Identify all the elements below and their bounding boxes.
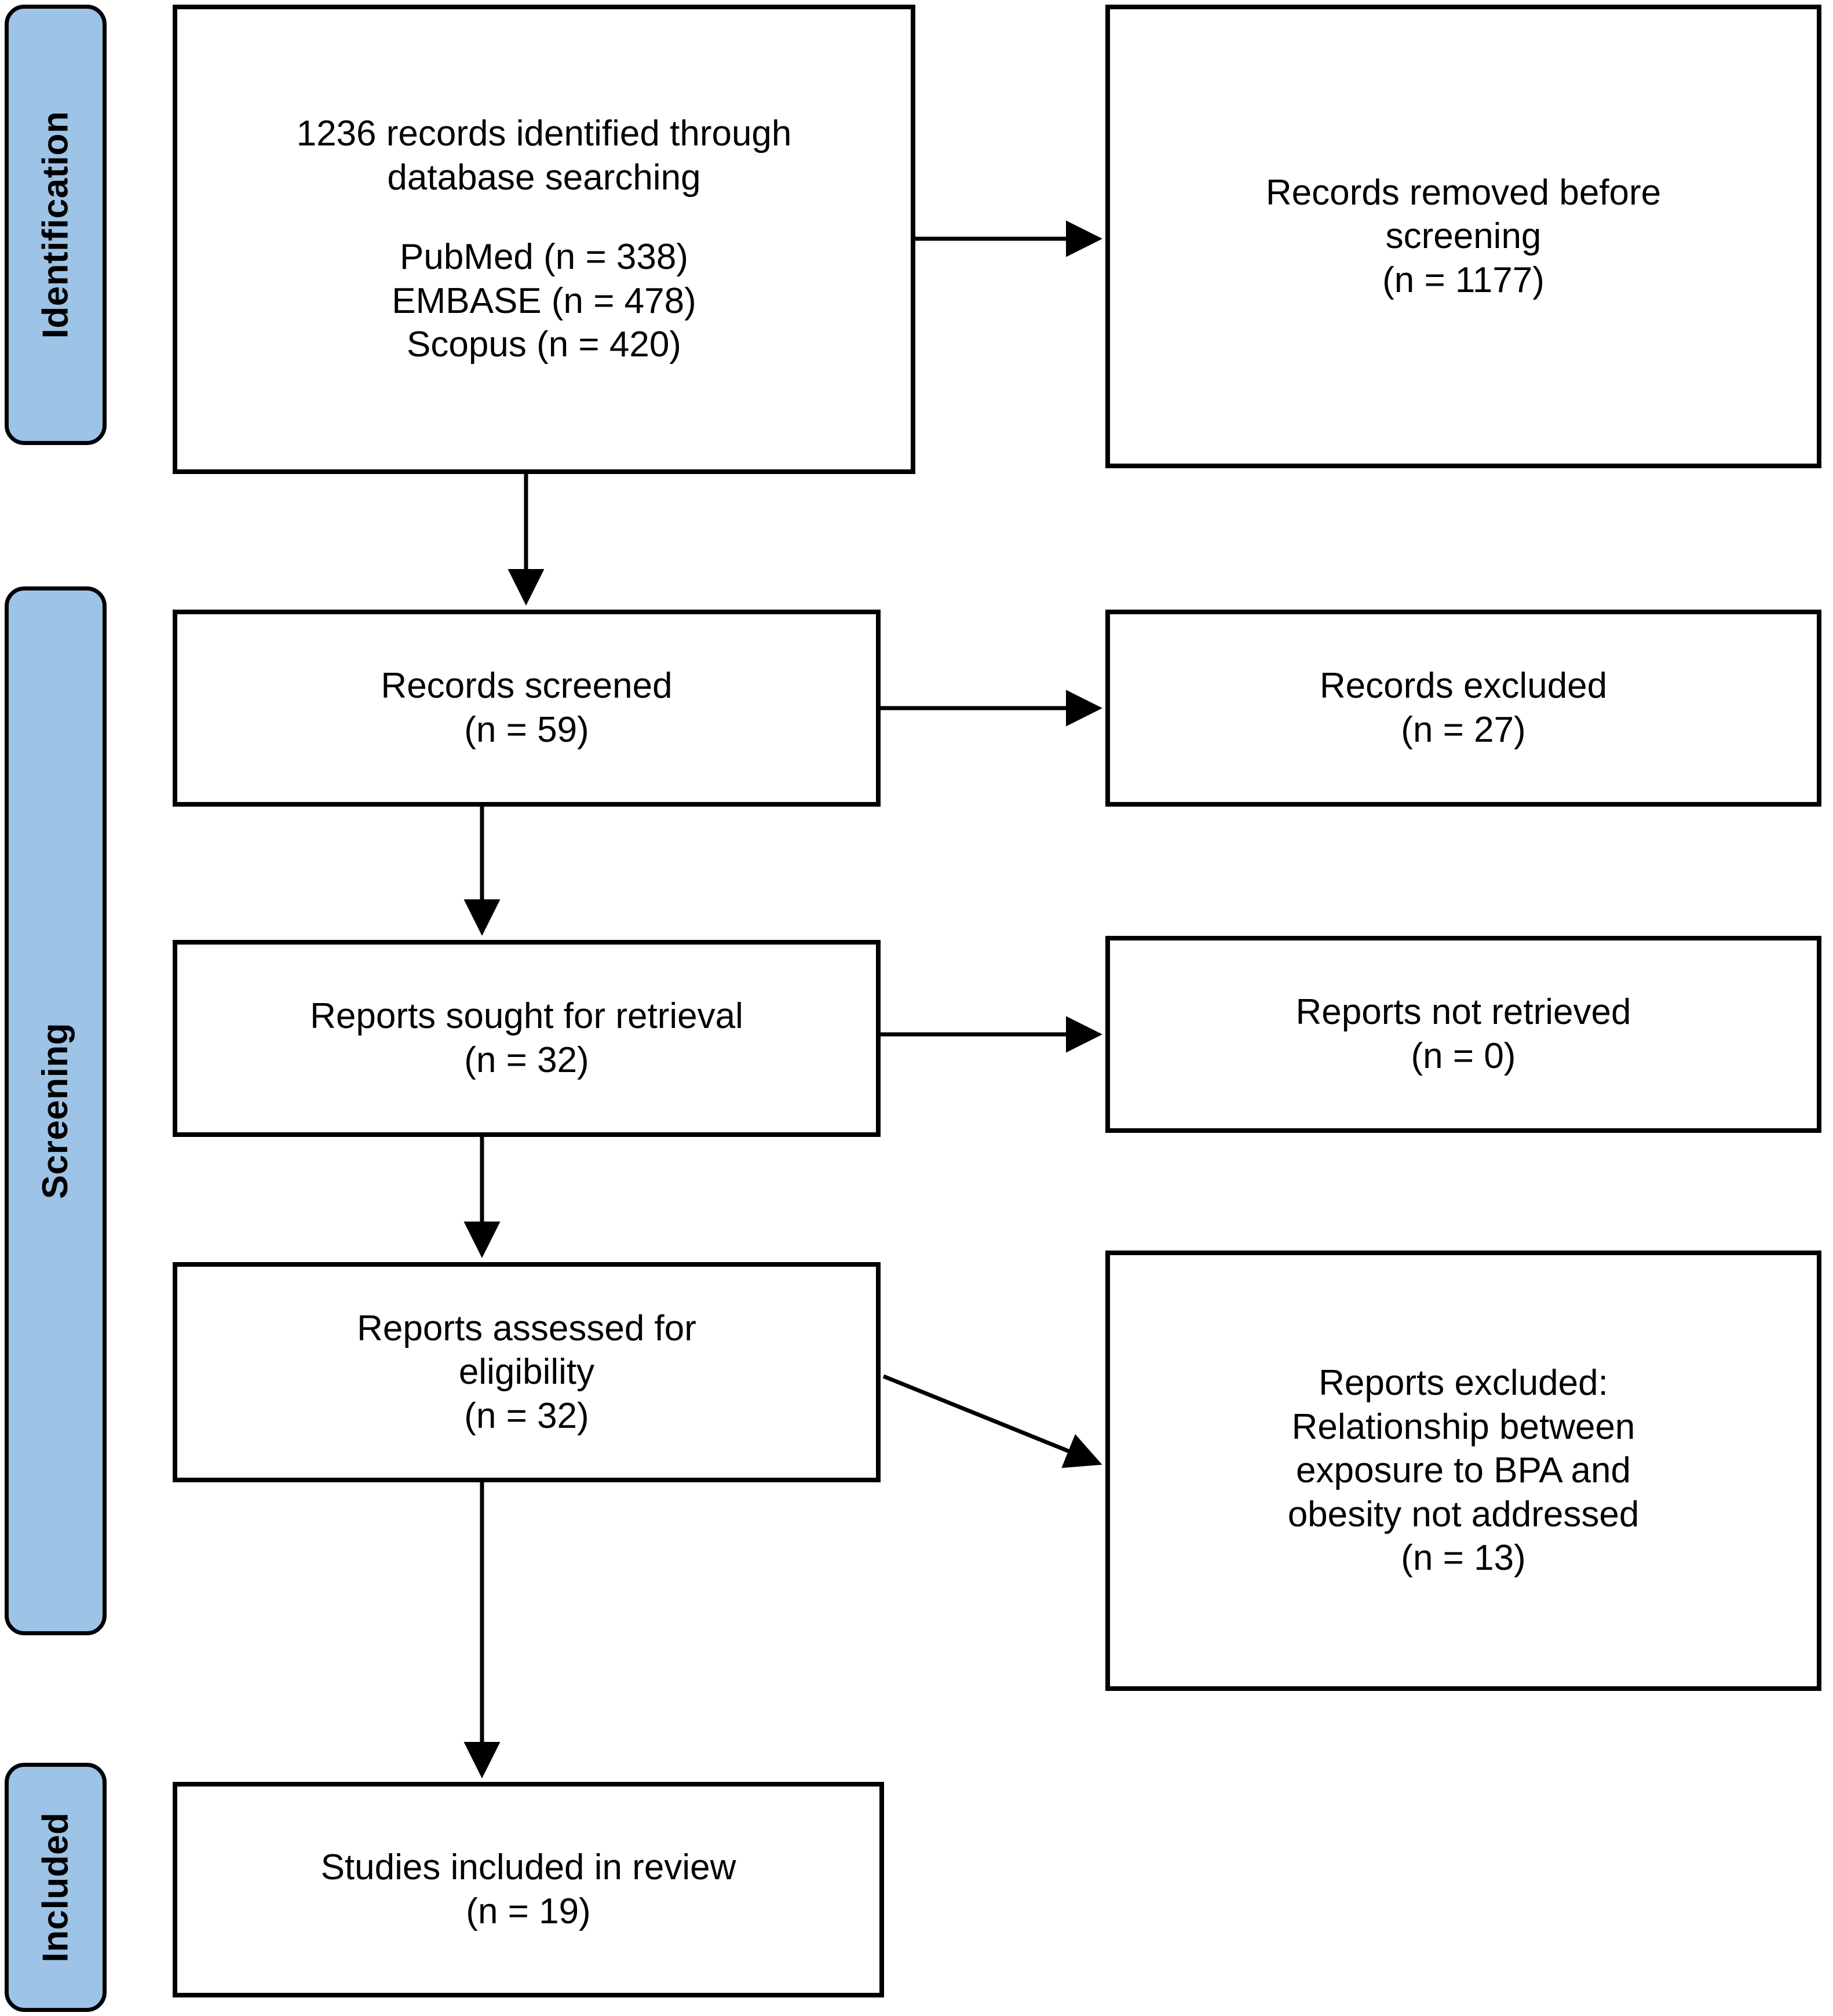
box-text-line: eligibility [458, 1352, 595, 1392]
box-text-line: Reports sought for retrieval [310, 996, 743, 1037]
stage-band-included: Included [5, 1763, 107, 2012]
box-records-removed: Records removed before screening (n = 11… [1105, 5, 1821, 468]
box-text-line: Scopus (n = 420) [407, 325, 681, 365]
box-text-line: Relationship between [1291, 1406, 1635, 1447]
box-text-line: (n = 19) [466, 1891, 591, 1931]
box-reports-not-retrieved: Reports not retrieved (n = 0) [1105, 936, 1821, 1133]
box-text-line: (n = 59) [464, 710, 589, 750]
box-text-line: database searching [387, 157, 701, 198]
box-text-line: PubMed (n = 338) [399, 237, 689, 278]
stage-band-screening: Screening [5, 586, 107, 1635]
box-text-line: Reports not retrieved [1295, 992, 1631, 1033]
arrow-assessed-to-reports-excluded [882, 1374, 1102, 1468]
stage-band-identification: Identification [5, 5, 107, 445]
box-text-line: 1236 records identified through [296, 113, 792, 154]
box-text-line: Records excluded [1319, 666, 1608, 706]
box-text-line: (n = 27) [1401, 710, 1526, 750]
box-text-line: (n = 32) [464, 1040, 589, 1080]
box-text-line: (n = 0) [1411, 1036, 1516, 1076]
box-studies-included: Studies included in review (n = 19) [173, 1782, 884, 1997]
box-records-screened: Records screened (n = 59) [173, 610, 881, 807]
box-text-line: EMBASE (n = 478) [392, 280, 696, 321]
box-text-line: (n = 1177) [1382, 260, 1544, 300]
box-reports-excluded: Reports excluded: Relationship between e… [1105, 1251, 1821, 1691]
box-text-line: (n = 13) [1401, 1538, 1526, 1578]
box-text-line: Records removed before [1265, 172, 1662, 213]
box-records-excluded: Records excluded (n = 27) [1105, 610, 1821, 807]
box-records-identified: 1236 records identified through database… [173, 5, 915, 474]
box-text-line: exposure to BPA and [1296, 1450, 1631, 1491]
box-text-line: Studies included in review [320, 1847, 736, 1888]
box-text-line: (n = 32) [464, 1395, 589, 1436]
box-text-line: screening [1385, 216, 1542, 257]
box-text-line: Reports assessed for [357, 1308, 696, 1348]
box-text-line: obesity not addressed [1287, 1494, 1640, 1534]
box-text-line: Reports excluded: [1319, 1362, 1608, 1403]
box-reports-sought: Reports sought for retrieval (n = 32) [173, 940, 881, 1137]
box-text-line: Records screened [381, 666, 673, 706]
box-reports-assessed: Reports assessed for eligibility (n = 32… [173, 1262, 881, 1482]
